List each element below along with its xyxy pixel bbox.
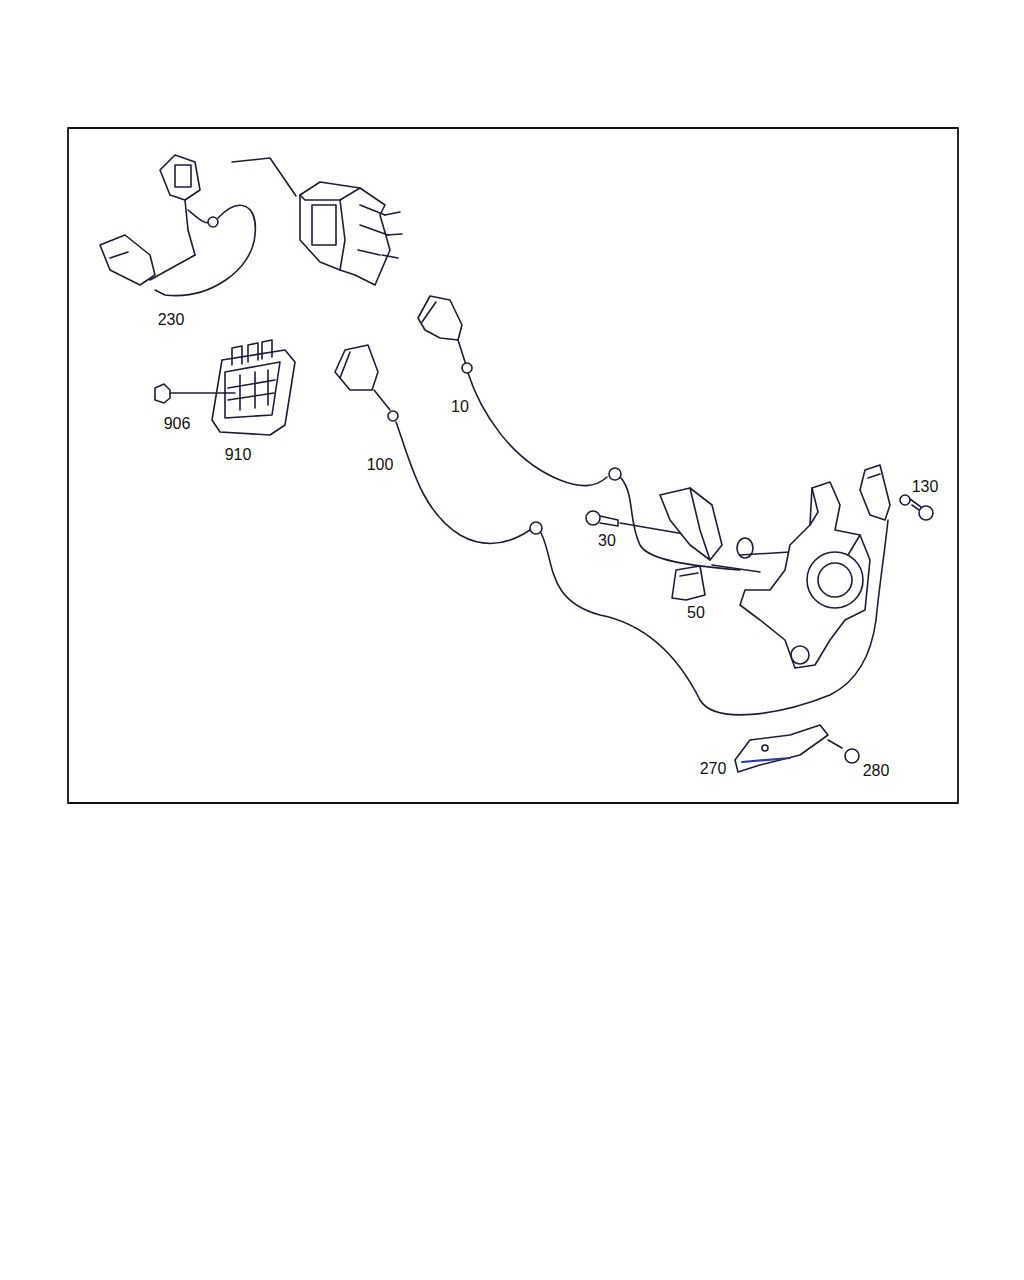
cable-clip-270 bbox=[735, 725, 859, 772]
sensor-cable-10 bbox=[418, 296, 740, 570]
callout-number: 50 bbox=[685, 604, 707, 622]
callout-number: 230 bbox=[156, 311, 187, 329]
callout-number: 280 bbox=[861, 762, 892, 780]
frame bbox=[68, 128, 958, 803]
sensor-cable-230 bbox=[100, 155, 402, 296]
callout-number: 10 bbox=[449, 398, 471, 416]
steering-knuckle bbox=[740, 482, 870, 668]
callout-number: 100 bbox=[365, 456, 396, 474]
sensor-bracket bbox=[586, 488, 790, 600]
connector-block-910 bbox=[155, 340, 295, 435]
sensor-cable-100 bbox=[335, 345, 888, 715]
callout-number: 30 bbox=[596, 532, 618, 550]
callout-number: 906 bbox=[162, 415, 193, 433]
callout-number: 910 bbox=[223, 446, 254, 464]
callout-number: 270 bbox=[698, 760, 729, 778]
callout-number: 130 bbox=[910, 478, 941, 496]
